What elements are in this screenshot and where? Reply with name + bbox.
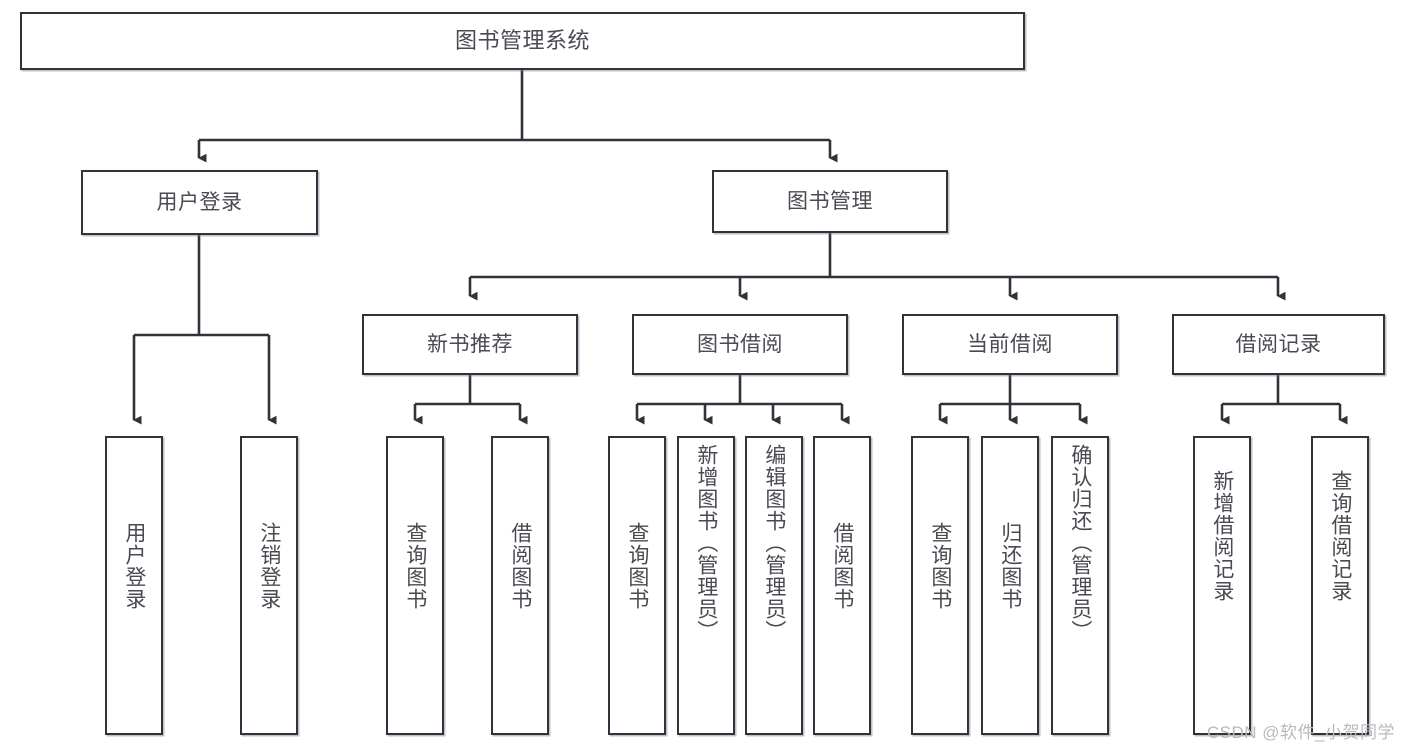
node-label: 新增借阅记录 xyxy=(1210,470,1234,602)
node-current-borrow[interactable]: 当前借阅 xyxy=(902,314,1118,375)
node-label: 用户登录 xyxy=(156,190,243,214)
leaf-new-book-borrow[interactable]: 借阅图书 xyxy=(491,436,549,735)
node-label: 图书管理系统 xyxy=(454,27,590,53)
leaf-borrow-record-add[interactable]: 新增借阅记录 xyxy=(1193,436,1251,735)
node-label: 图书管理 xyxy=(787,189,873,213)
node-label: 编辑图书（管理员） xyxy=(762,444,786,642)
node-label: 新增图书（管理员） xyxy=(694,444,718,642)
node-book-management[interactable]: 图书管理 xyxy=(712,170,948,233)
node-label: 用户登录 xyxy=(122,522,146,610)
node-label: 借阅记录 xyxy=(1235,332,1322,356)
node-user-login[interactable]: 用户登录 xyxy=(81,170,318,235)
node-label: 归还图书 xyxy=(998,522,1022,610)
leaf-user-login-login[interactable]: 用户登录 xyxy=(105,436,163,735)
node-label: 借阅图书 xyxy=(830,522,854,610)
node-label: 查询借阅记录 xyxy=(1328,470,1352,602)
node-label: 图书借阅 xyxy=(697,332,783,356)
leaf-book-borrow-edit[interactable]: 编辑图书（管理员） xyxy=(745,436,803,735)
watermark-text: CSDN @软件_小贺同学 xyxy=(1206,723,1395,742)
node-new-book-recommend[interactable]: 新书推荐 xyxy=(362,314,578,375)
node-label: 确认归还（管理员） xyxy=(1068,444,1092,642)
node-label: 借阅图书 xyxy=(508,522,532,610)
node-book-borrow[interactable]: 图书借阅 xyxy=(632,314,848,375)
node-root-system[interactable]: 图书管理系统 xyxy=(20,12,1025,70)
leaf-current-borrow-confirm[interactable]: 确认归还（管理员） xyxy=(1051,436,1109,735)
node-label: 注销登录 xyxy=(257,522,281,610)
node-label: 查询图书 xyxy=(403,522,427,610)
node-label: 当前借阅 xyxy=(967,332,1053,356)
leaf-borrow-record-query[interactable]: 查询借阅记录 xyxy=(1311,436,1369,735)
node-label: 新书推荐 xyxy=(427,332,513,356)
leaf-current-borrow-query[interactable]: 查询图书 xyxy=(911,436,969,735)
node-borrow-record[interactable]: 借阅记录 xyxy=(1172,314,1385,375)
leaf-new-book-query[interactable]: 查询图书 xyxy=(386,436,444,735)
leaf-book-borrow-add[interactable]: 新增图书（管理员） xyxy=(677,436,735,735)
node-label: 查询图书 xyxy=(928,522,952,610)
node-label: 查询图书 xyxy=(625,522,649,610)
leaf-user-login-logout[interactable]: 注销登录 xyxy=(240,436,298,735)
leaf-current-borrow-return[interactable]: 归还图书 xyxy=(981,436,1039,735)
leaf-book-borrow-query[interactable]: 查询图书 xyxy=(608,436,666,735)
leaf-book-borrow-lend[interactable]: 借阅图书 xyxy=(813,436,871,735)
